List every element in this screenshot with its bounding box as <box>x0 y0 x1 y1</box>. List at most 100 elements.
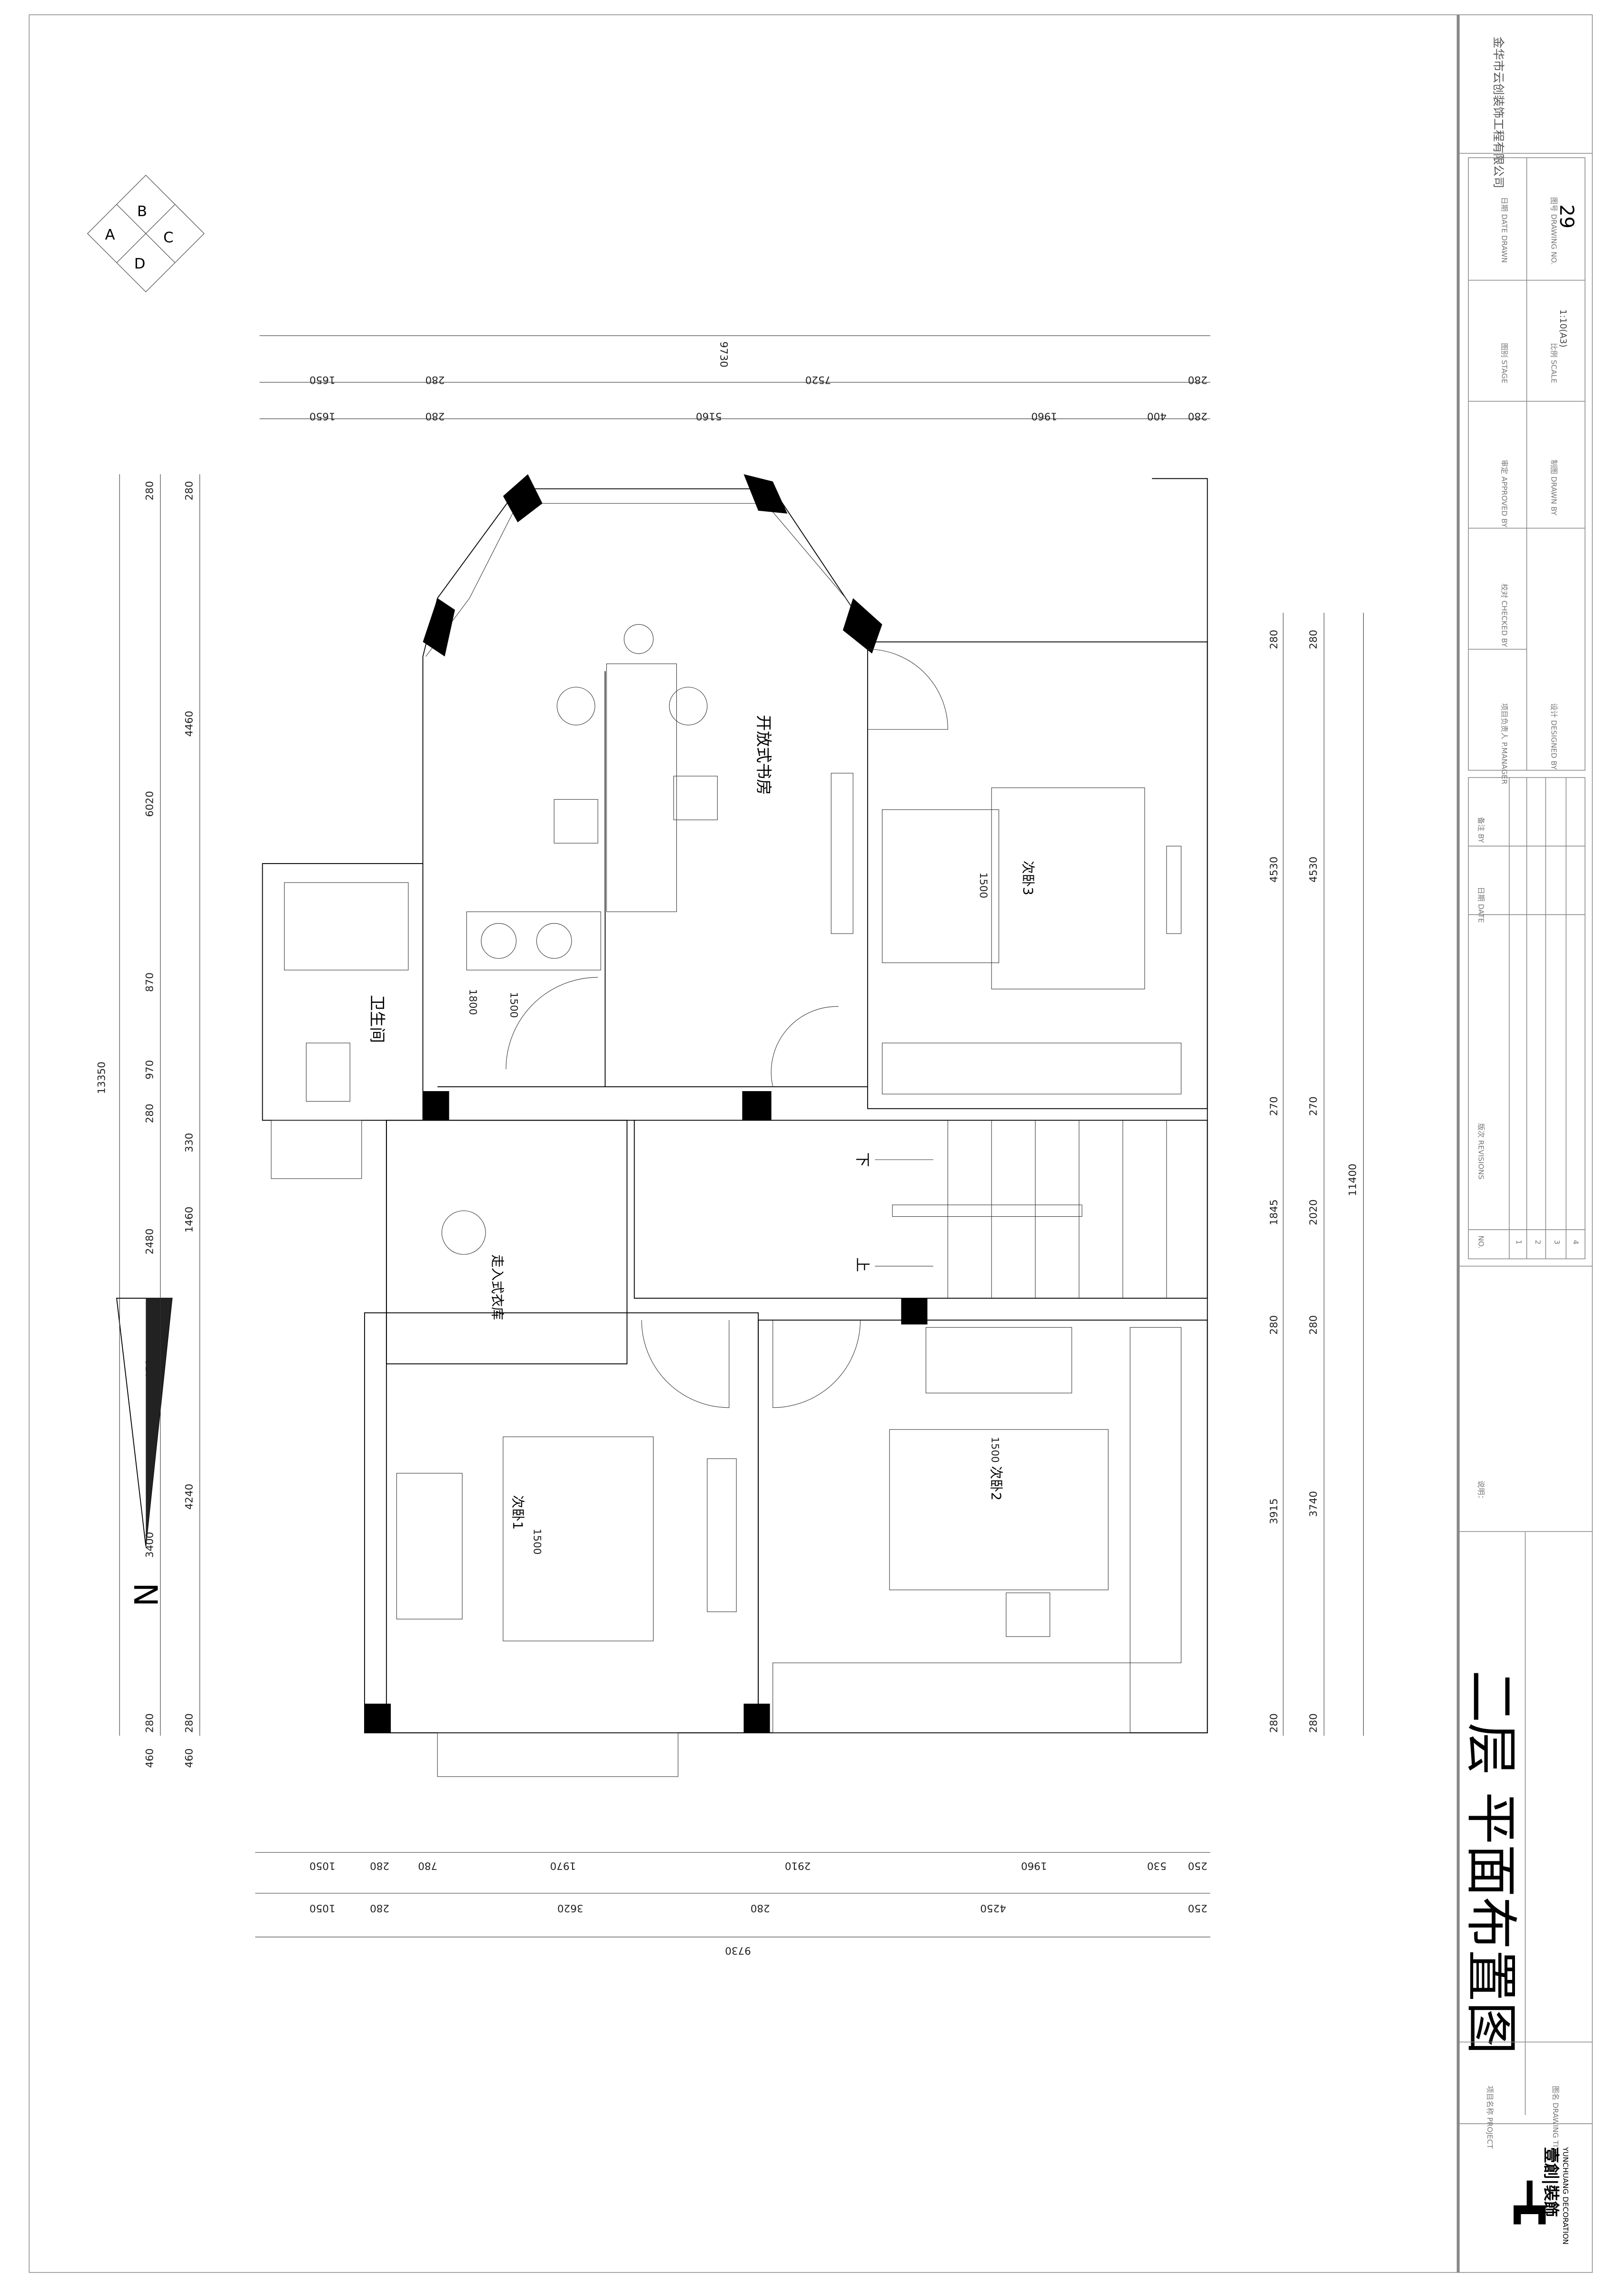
room-label-bedroom3: 次卧3 <box>1020 861 1036 895</box>
date-label: 日期 DATE DRAWN <box>1500 197 1509 263</box>
dimensions-bottom <box>255 1852 1210 1938</box>
dim: 1960 <box>1021 1860 1047 1872</box>
dim: 270 <box>1268 1096 1280 1116</box>
notes-label: 说明： <box>1477 1481 1485 1502</box>
dim: 1960 <box>1031 410 1058 422</box>
designed-label: 设计 DESIGNED BY <box>1550 703 1558 770</box>
dim: 280 <box>425 410 445 422</box>
dim: 3400 <box>144 1532 156 1558</box>
dim: 280 <box>1307 630 1319 649</box>
dimensions-left <box>119 474 200 1736</box>
dim: 5160 <box>696 410 722 422</box>
dim: 2020 <box>1307 1199 1319 1225</box>
dim-left-total: 13350 <box>96 1062 108 1094</box>
dim: 1050 <box>309 1902 336 1914</box>
drawing-title: 二层 平面布置图 <box>1460 1670 1521 2054</box>
dim: 250 <box>1188 1902 1208 1914</box>
svg-text:A: A <box>105 227 115 243</box>
drawing-no-label: 图号 DRAWING NO. <box>1550 197 1558 265</box>
dim: 280 <box>144 1103 156 1123</box>
dim: 280 <box>1268 1713 1280 1733</box>
north-arrow-icon: N <box>116 1298 173 1607</box>
dimensions-right <box>1283 613 1364 1736</box>
dim: 1845 <box>1268 1199 1280 1225</box>
manager-label: 项目负责人 P.MANAGER <box>1500 703 1509 785</box>
doors <box>505 649 948 1408</box>
rev-number: 1 <box>1515 1240 1523 1245</box>
company-name: 金华市云创装饰工程有限公司 <box>1492 37 1505 189</box>
dim: 280 <box>144 481 156 500</box>
bed3-size: 1500 <box>977 872 989 898</box>
title-block: 金华市云创装饰工程有限公司 日期 DATE DRAWN 图号 DRAWING N… <box>1458 37 1593 2245</box>
dim: 4240 <box>183 1484 195 1510</box>
dim: 4530 <box>1307 856 1319 883</box>
svg-text:B: B <box>137 203 147 220</box>
dimensions-top <box>259 335 1210 419</box>
dim: 400 <box>1147 410 1167 422</box>
rev-header-by: 备注 BY <box>1477 817 1485 843</box>
bed2-size: 1500 <box>989 1437 1000 1463</box>
dim: 280 <box>1188 410 1208 422</box>
dim: 7520 <box>805 374 832 386</box>
dim: 280 <box>183 1713 195 1733</box>
dim: 280 <box>1307 1315 1319 1335</box>
dim: 280 <box>183 481 195 500</box>
scale-value: 1:10(A3) <box>1558 309 1568 348</box>
dim: 4250 <box>980 1902 1006 1914</box>
dim: 2910 <box>785 1860 811 1872</box>
drawing-no: 29 <box>1555 204 1577 229</box>
logo-en: YUNCHUANG DECORATION <box>1561 2147 1570 2245</box>
dim-bottom-total: 9730 <box>725 1944 751 1956</box>
walls <box>262 478 1208 1777</box>
dim: 4460 <box>183 711 195 737</box>
rev-header-revisions: 版次 REVISIONS <box>1477 1123 1485 1179</box>
checked-label: 校对 CHECKED BY <box>1500 584 1509 647</box>
door-1800: 1800 <box>466 989 478 1015</box>
sheet-border <box>29 14 1593 2273</box>
structural-columns <box>364 474 928 1733</box>
dim: 3740 <box>1307 1491 1319 1517</box>
dim-right-total: 11400 <box>1347 1163 1359 1196</box>
dim: 1970 <box>550 1860 576 1872</box>
dim: 150 <box>144 1359 156 1379</box>
logo-cn: 壹創|裝飾 <box>1542 2147 1560 2217</box>
stage-label: 图别 STAGE <box>1500 343 1509 383</box>
dim: 780 <box>418 1860 437 1872</box>
stair-down-label: 下 <box>853 1153 870 1167</box>
dim: 280 <box>751 1902 770 1914</box>
room-label-bathroom: 卫生间 <box>368 995 386 1043</box>
dim: 1650 <box>309 374 336 386</box>
drawing-title-label: 图名 DRAWING TITLE <box>1551 2086 1560 2160</box>
dim: 460 <box>183 1749 195 1768</box>
scale-label: 比例 SCALE <box>1550 343 1558 383</box>
room-label-closet: 走入式衣库 <box>490 1254 505 1320</box>
grid-reference-marker: A B C D <box>87 175 205 292</box>
room-label-bedroom1: 次卧1 <box>510 1495 525 1530</box>
svg-text:D: D <box>134 256 146 272</box>
dim-top-total: 9730 <box>717 341 729 368</box>
dim: 280 <box>144 1713 156 1733</box>
dim: 270 <box>1307 1096 1319 1116</box>
dim: 1460 <box>183 1207 195 1233</box>
room-label-study: 开放式书房 <box>754 715 773 795</box>
rev-header-date: 日期 DATE <box>1477 887 1485 923</box>
room-label-bedroom2: 次卧2 <box>988 1466 1004 1501</box>
dim: 4530 <box>1268 856 1280 883</box>
dim: 1650 <box>309 410 336 422</box>
dim: 280 <box>1268 1315 1280 1335</box>
dim: 870 <box>144 973 156 992</box>
project-label: 项目名称 PROJECT <box>1485 2086 1494 2149</box>
dim: 530 <box>1147 1860 1167 1872</box>
staircase <box>875 1120 1167 1299</box>
dim: 280 <box>1268 630 1280 649</box>
dim: 280 <box>1188 374 1208 386</box>
dim: 280 <box>370 1860 389 1872</box>
company-logo: 壹創|裝飾 YUNCHUANG DECORATION <box>1514 2147 1570 2245</box>
stair-up-label: 上 <box>853 1257 870 1272</box>
approved-label: 审定 APPROVED BY <box>1500 459 1509 527</box>
dim: 3620 <box>557 1902 584 1914</box>
dim: 970 <box>144 1060 156 1080</box>
svg-text:C: C <box>163 229 173 246</box>
rev-number: 3 <box>1553 1240 1561 1245</box>
